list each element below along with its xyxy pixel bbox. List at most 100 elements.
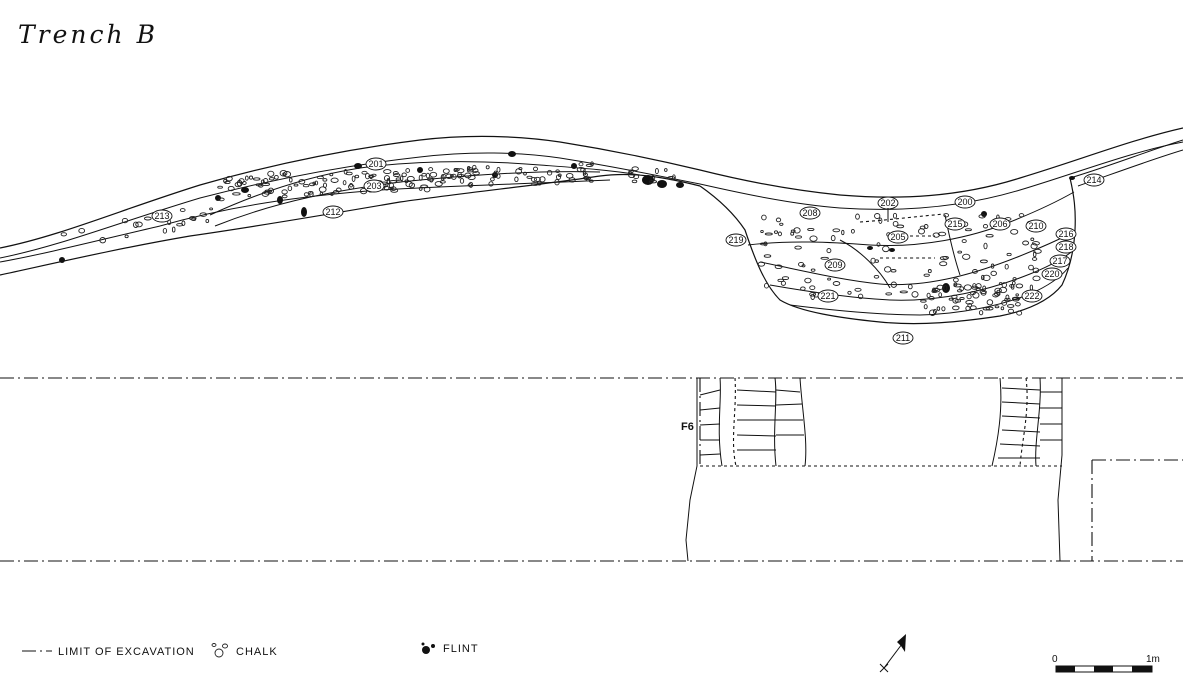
chalk-pebble <box>281 189 288 195</box>
chalk-pebble <box>965 305 971 311</box>
chalk-pebble <box>952 305 960 311</box>
chalk-pebble <box>890 281 897 288</box>
chalk-pebble <box>368 174 375 178</box>
chalk-pebble <box>171 226 176 233</box>
context-circle <box>954 195 976 209</box>
chalk-pebble <box>938 292 943 298</box>
chalk-pebble <box>936 284 945 290</box>
chalk-pebble <box>793 227 801 234</box>
chalk-pebble <box>488 181 494 187</box>
chalk-pebble <box>406 175 415 182</box>
chalk-pebble <box>965 299 974 305</box>
flint-inclusions <box>59 151 1075 293</box>
chalk-pebble <box>322 178 328 182</box>
chalk-pebble <box>790 231 795 236</box>
chalk-pebble <box>923 273 930 277</box>
chalk-pebble <box>585 163 594 167</box>
context-circle <box>892 331 914 345</box>
context-label-220: 220 <box>1041 267 1063 281</box>
chalk-pebble <box>763 241 768 247</box>
chalk-pebble <box>330 177 339 183</box>
context-circle <box>1049 254 1071 268</box>
chalk-pebble <box>282 171 292 178</box>
context-number: 220 <box>1044 269 1059 279</box>
chalk-pebble <box>972 269 978 274</box>
chalk-pebble <box>800 286 806 291</box>
chalk-pebble <box>365 172 370 180</box>
context-label-210: 210 <box>1025 219 1047 233</box>
context-number: 206 <box>992 219 1007 229</box>
context-number: 216 <box>1058 229 1073 239</box>
chalk-pebble <box>826 248 832 254</box>
chalk-pebble <box>830 235 836 242</box>
context-label-219: 219 <box>725 233 747 247</box>
chalk-pebble <box>971 285 979 290</box>
chalk-pebble <box>763 254 772 258</box>
chalk-pebble <box>124 234 129 239</box>
context-number: 202 <box>880 198 895 208</box>
chalk-pebble <box>227 185 235 192</box>
context-circle <box>1025 219 1047 233</box>
chalk-pebble <box>994 305 1000 309</box>
legend: LIMIT OF EXCAVATION CHALK FLINT <box>22 642 479 658</box>
chalk-pebble <box>801 264 806 268</box>
context-circle <box>322 205 344 219</box>
chalk-pebble <box>953 277 959 283</box>
context-label-221: 221 <box>817 289 839 303</box>
chalk-pebble <box>179 208 186 213</box>
chalk-pebble <box>1006 252 1012 257</box>
chalk-pebble <box>450 173 457 180</box>
context-label-222: 222 <box>1021 289 1043 303</box>
chalk-pebble <box>820 256 829 260</box>
context-circle <box>1041 267 1063 281</box>
chalk-pebble <box>467 165 471 170</box>
context-number: 217 <box>1052 256 1067 266</box>
chalk-pebble <box>1032 251 1037 258</box>
chalk-pebble <box>1030 243 1038 250</box>
context-label-211: 211 <box>892 331 914 345</box>
scale-start-label: 0 <box>1052 654 1058 665</box>
chalk-pebble <box>779 222 784 226</box>
chalk-pebble <box>440 174 445 181</box>
chalk-pebble <box>555 169 560 174</box>
context-label-202: 202 <box>877 196 899 210</box>
chalk-pebble <box>631 179 638 184</box>
chalk-pebble <box>354 174 360 179</box>
chalk-pebble <box>948 297 954 301</box>
context-circle <box>365 157 387 171</box>
chalk-pebble <box>583 176 592 180</box>
chalk-pebble <box>923 304 928 310</box>
chalk-pebble <box>932 288 941 293</box>
chalk-pebble <box>287 185 293 192</box>
chalk-pebble <box>312 181 317 185</box>
context-label-214: 214 <box>1083 173 1105 187</box>
chalk-pebble <box>1009 284 1015 288</box>
chalk-pebble <box>672 174 676 181</box>
chalk-pebble <box>393 173 401 178</box>
chalk-pebble <box>351 175 356 182</box>
chalk-pebble <box>390 188 399 193</box>
chalk-pebble <box>1030 237 1035 242</box>
chalk-pebble <box>1022 240 1030 246</box>
chalk-pebble <box>774 264 783 270</box>
chalk-pebble <box>627 170 633 175</box>
chalk-pebble <box>252 177 261 181</box>
chalk-pebble <box>279 169 288 177</box>
chalk-pebble <box>631 166 639 172</box>
chalk-pebble <box>961 239 967 244</box>
context-label-206: 206 <box>989 217 1011 231</box>
chalk-pebble <box>827 277 832 281</box>
chalk-pebble <box>809 235 818 242</box>
legend-flint-label: FLINT <box>443 643 479 655</box>
chalk-pebble <box>953 282 958 287</box>
chalk-pebble <box>920 299 927 303</box>
chalk-pebble <box>777 231 782 237</box>
chalk-pebble <box>954 299 962 303</box>
chalk-pebble <box>874 213 881 219</box>
chalk-pebble <box>302 183 310 188</box>
chalk-pebble <box>176 223 184 227</box>
chalk-pebble <box>418 186 423 191</box>
chalk-pebble <box>132 221 139 228</box>
chalk-pebble <box>456 168 465 174</box>
chalk-pebble <box>983 242 988 250</box>
